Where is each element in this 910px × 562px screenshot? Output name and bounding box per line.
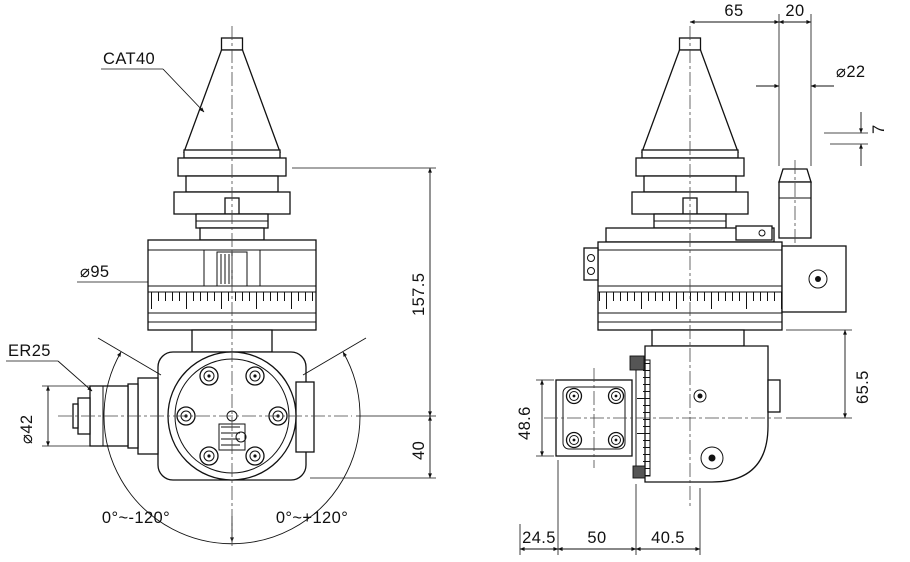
swivel-negative-label: 0°~-120° [102,509,170,527]
label-dia95: ⌀95 [77,263,148,283]
dimension-157-5: 157.5 [292,167,436,417]
angle-head-side [629,345,781,483]
label-cat40: CAT40 [101,50,205,113]
swivel-positive-label: 0°~+120° [276,509,348,527]
dia95-label: ⌀95 [80,263,110,281]
dia22-label: ⌀22 [836,63,866,81]
dimension-40: 40 [310,415,436,479]
dim-20-label: 20 [785,2,804,20]
dimension-65-20: 65 20 [689,2,812,166]
dimension-65-5: 65.5 [786,329,872,419]
cat40-label: CAT40 [103,50,155,68]
dimension-48-6: 48.6 [516,379,554,457]
dim-65-5-label: 65.5 [854,370,872,404]
dimension-7: 7 [824,112,888,166]
er25-label: ER25 [8,342,51,360]
side-centerlines [544,26,796,508]
dia42-label: ⌀42 [18,415,36,445]
dim-40-5-label: 40.5 [651,529,685,547]
dim-40-label: 40 [410,441,428,460]
dim-24-5-label: 24.5 [522,529,556,547]
dimension-dia42: ⌀42 [18,385,92,447]
front-view: 0°~-120° 0°~+120° CAT40 ⌀95 ER25 ⌀42 [6,26,436,548]
side-view: 65 20 ⌀22 7 65.5 48.6 [516,2,888,555]
label-er25: ER25 [6,342,93,392]
swivel-range-indicator: 0°~-120° 0°~+120° [97,337,367,545]
dim-50-label: 50 [587,529,606,547]
dimension-bottom-chain: 24.5 50 40.5 [519,460,701,555]
dim-48-6-label: 48.6 [516,406,534,440]
dim-157-5-label: 157.5 [410,273,428,316]
front-centerlines [58,26,352,548]
dimension-dia22: ⌀22 [756,63,866,88]
dim-7-label: 7 [870,124,888,134]
dim-65-label: 65 [724,2,743,20]
